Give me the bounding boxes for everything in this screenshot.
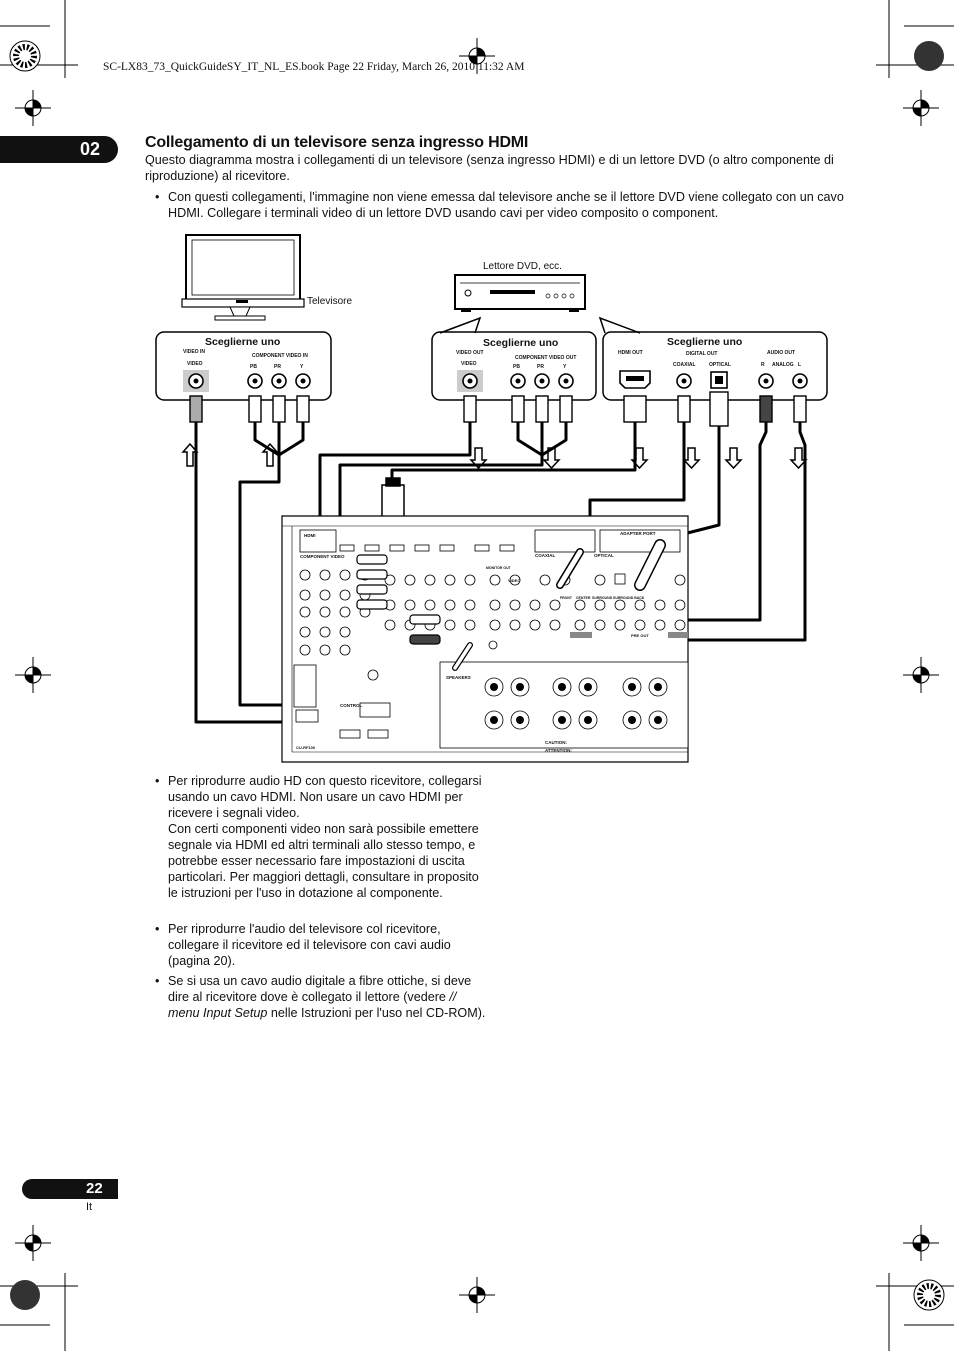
chapter-tab (0, 136, 118, 163)
tv-icon (181, 234, 305, 321)
rcv-attention-label: ATTENTION: (545, 748, 572, 753)
bullet-text: Per riprodurre audio HD con questo ricev… (168, 774, 482, 820)
coaxial-label: COAXIAL (673, 362, 696, 368)
dvd-icon (454, 274, 586, 312)
language-code: It (86, 1201, 93, 1213)
chapter-number: 02 (80, 139, 101, 159)
choose-label-tv: Sceglierne uno (205, 336, 281, 348)
bullet-text-part: Se si usa un cavo audio digitale a fibre… (168, 974, 472, 1004)
audio-out-label: AUDIO OUT (767, 350, 796, 356)
rcv-surround-back-label: SURROUND BACK (613, 596, 645, 600)
intro-paragraph: Questo diagramma mostra i collegamenti d… (145, 153, 834, 183)
tv-pr-label: PR (274, 364, 281, 370)
l-label: L (798, 362, 802, 368)
dvd-component-label: COMPONENT VIDEO OUT (515, 355, 577, 361)
tv-pb-label: PB (250, 364, 257, 370)
dvd-label: Lettore DVD, ecc. (483, 261, 562, 272)
rcv-component-label: COMPONENT VIDEO (300, 554, 345, 559)
rcv-caution-label: CAUTION: (545, 740, 567, 745)
rcv-cu-label: CU-RF100 (296, 745, 316, 750)
dvd-video-label: VIDEO (461, 361, 477, 367)
tv-label: Televisore (307, 296, 353, 307)
tv-y-label: Y (300, 364, 304, 370)
optical-label: OPTICAL (709, 362, 731, 368)
rcv-center-label: CENTER (576, 596, 591, 600)
dvd-pr-label: PR (537, 364, 544, 370)
tv-component-label: COMPONENT VIDEO IN (252, 353, 308, 359)
rcv-speakers-label: SPEAKERS (446, 675, 471, 680)
dvd-video-out-label: VIDEO OUT (456, 350, 484, 356)
rcv-adapter-label: ADAPTER PORT (620, 531, 656, 536)
menu-reference: // menu Input Setup (168, 990, 457, 1020)
analog-label: ANALOG (772, 362, 794, 368)
section-title: Collegamento di un televisore senza ingr… (145, 134, 529, 151)
receiver-panel (281, 515, 689, 763)
page-number: 22 (86, 1180, 103, 1197)
rcv-control-label: CONTROL (340, 703, 363, 708)
rcv-monitor-out-label: MONITOR OUT (486, 566, 511, 570)
rcv-optical-label: OPTICAL (594, 553, 614, 558)
file-header: SC-LX83_73_QuickGuideSY_IT_NL_ES.book Pa… (103, 61, 525, 73)
bullet-dot: • (155, 922, 160, 936)
rcv-coaxial-label: COAXIAL (535, 553, 556, 558)
bullet-text-part: nelle Istruzioni per l'uso nel CD-ROM). (267, 1006, 486, 1020)
r-label: R (761, 362, 765, 368)
rcv-video-label: VIDEO (508, 578, 521, 583)
digital-out-label: DIGITAL OUT (686, 351, 718, 357)
rcv-hdmi-label: HDMI (304, 533, 316, 538)
bullet-text: Se si usa un cavo audio digitale a fibre… (168, 973, 488, 1021)
tv-video-label: VIDEO (187, 361, 203, 367)
bullet-dot: • (155, 974, 160, 988)
rcv-surround-label: SURROUND (592, 596, 613, 600)
hdmi-out-label: HDMI OUT (618, 350, 643, 356)
rcv-preout-label: PRE OUT (631, 633, 649, 638)
bullet-dot: • (155, 774, 160, 788)
tv-video-in-label: VIDEO IN (183, 349, 205, 355)
bullet-list: • Per riprodurre audio HD con questo ric… (155, 773, 485, 1053)
bullet-text: Per riprodurre l'audio del televisore co… (168, 922, 451, 968)
dvd-pb-label: PB (513, 364, 520, 370)
choose-label-dvd-video: Sceglierne uno (483, 337, 559, 349)
page-tab (22, 1179, 118, 1199)
bullet-text: Con certi componenti video non sarà poss… (168, 822, 479, 900)
top-bullet-text: Con questi collegamenti, l'immagine non … (168, 190, 844, 220)
bullet-dot: • (155, 190, 160, 204)
dvd-y-label: Y (563, 364, 567, 370)
choose-label-dvd-audio: Sceglierne uno (667, 336, 743, 348)
rcv-front-label: FRONT (560, 596, 573, 600)
